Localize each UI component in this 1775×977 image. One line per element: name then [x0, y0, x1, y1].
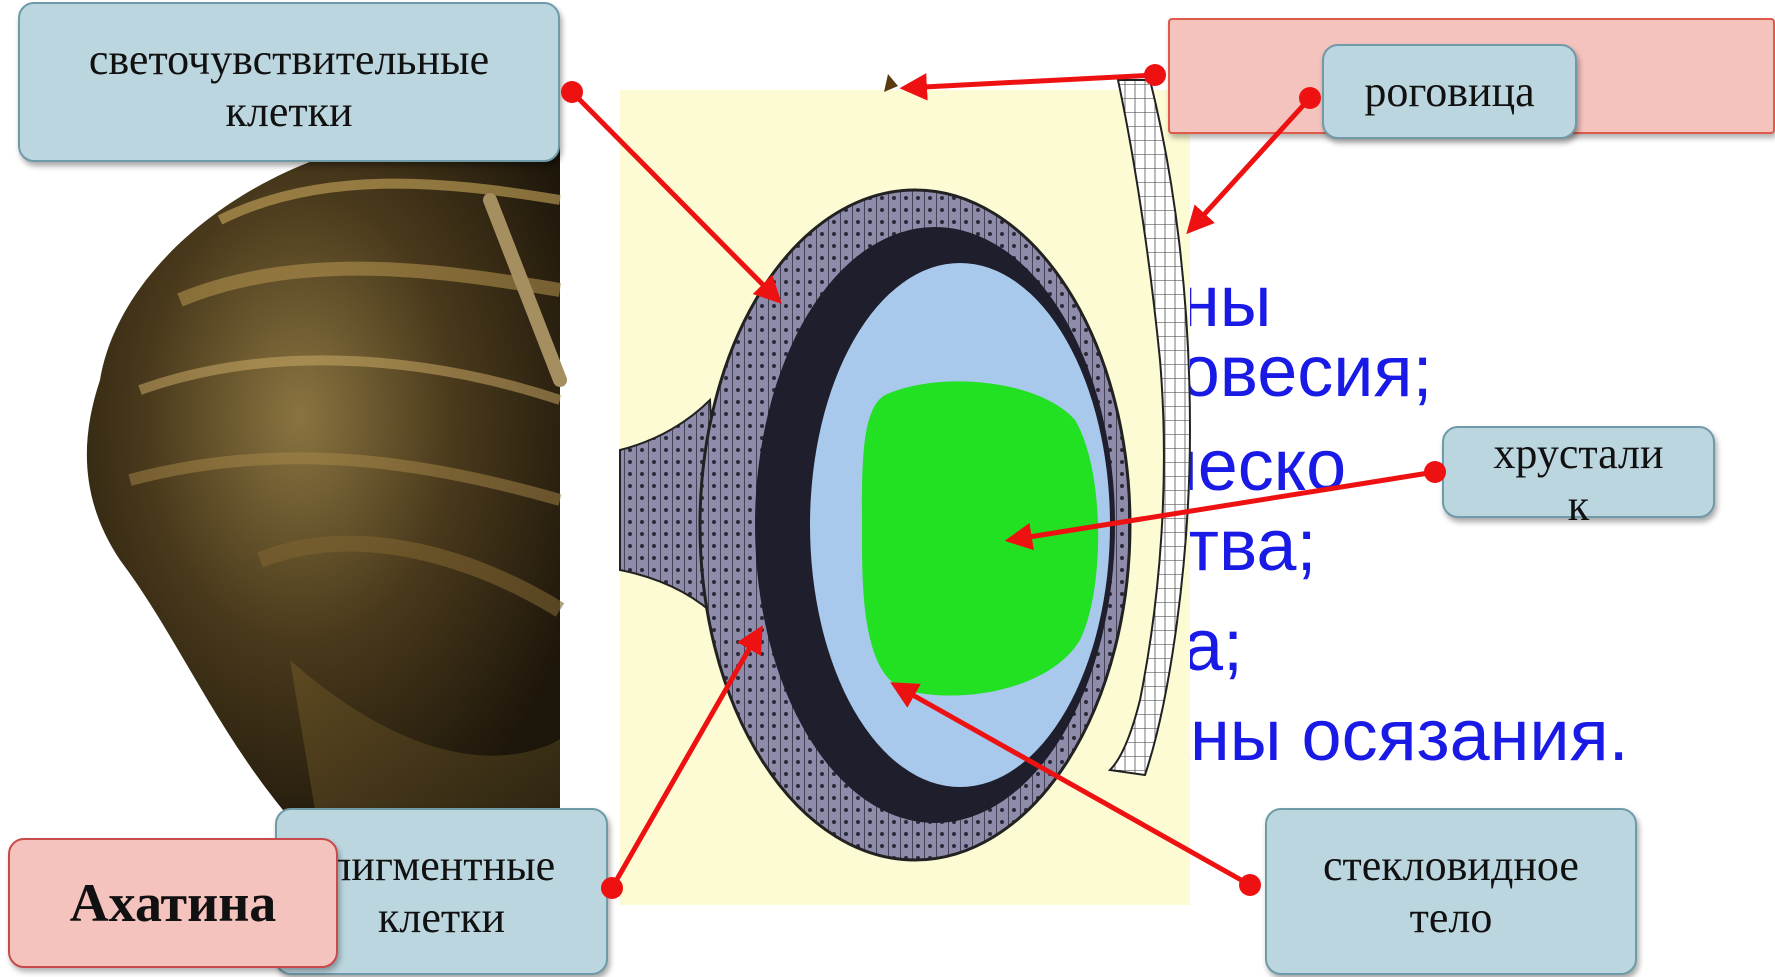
label-vitreous-line1: стекловидное	[1323, 840, 1579, 892]
label-photoreceptor-line1: светочувствительные	[89, 34, 489, 86]
label-cornea: роговица	[1322, 44, 1577, 139]
label-vitreous-body: стекловидное тело	[1265, 808, 1637, 975]
label-lens: хрустали к	[1442, 426, 1715, 518]
label-cornea-text: роговица	[1364, 66, 1534, 118]
species-name: Ахатина	[70, 872, 277, 934]
label-photoreceptor-line2: клетки	[225, 86, 352, 138]
label-lens-line2: к	[1568, 480, 1589, 532]
label-vitreous-line2: тело	[1410, 892, 1493, 944]
label-pigment-line2: клетки	[378, 892, 505, 944]
label-photoreceptor-cells: светочувствительные клетки	[18, 2, 560, 162]
species-name-box: Ахатина	[8, 838, 338, 968]
label-pigment-line1: пигментные	[328, 840, 555, 892]
label-lens-line1: хрустали	[1493, 428, 1663, 480]
